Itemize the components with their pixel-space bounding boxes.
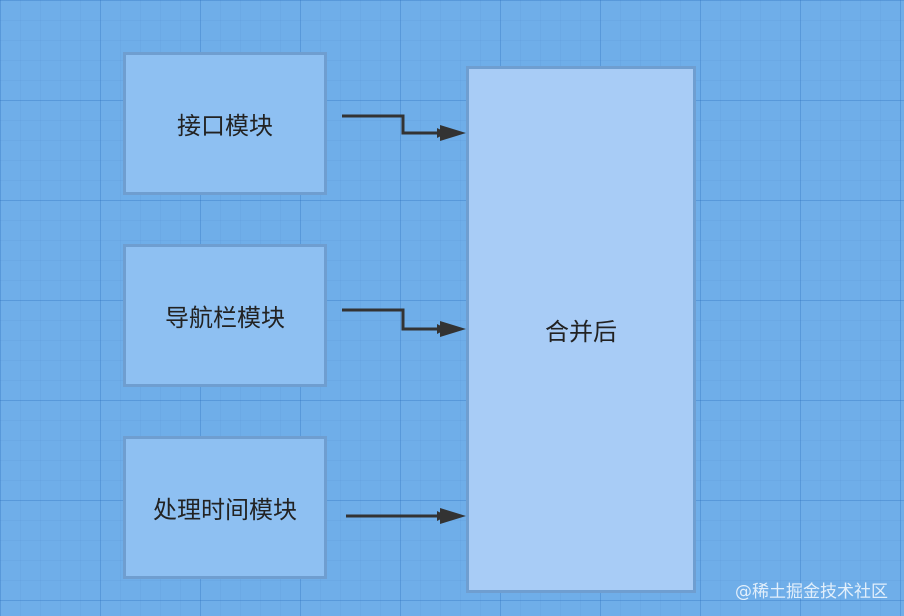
arrowhead-nav [440, 321, 466, 337]
arrow-interface-to-merged [342, 114, 447, 138]
arrowhead-interface [440, 125, 466, 141]
interface-module-label: 接口模块 [177, 112, 273, 140]
time-module-box: 处理时间模块 [123, 436, 327, 579]
merged-label: 合并后 [545, 318, 617, 346]
watermark-text: @稀土掘金技术社区 [735, 582, 888, 602]
merged-box: 合并后 [466, 66, 696, 593]
interface-module-box: 接口模块 [123, 52, 327, 195]
time-module-label: 处理时间模块 [153, 496, 297, 524]
arrow-nav-to-merged [342, 308, 447, 334]
nav-module-box: 导航栏模块 [123, 244, 327, 387]
arrowhead-time [440, 508, 466, 524]
nav-module-label: 导航栏模块 [165, 304, 285, 332]
